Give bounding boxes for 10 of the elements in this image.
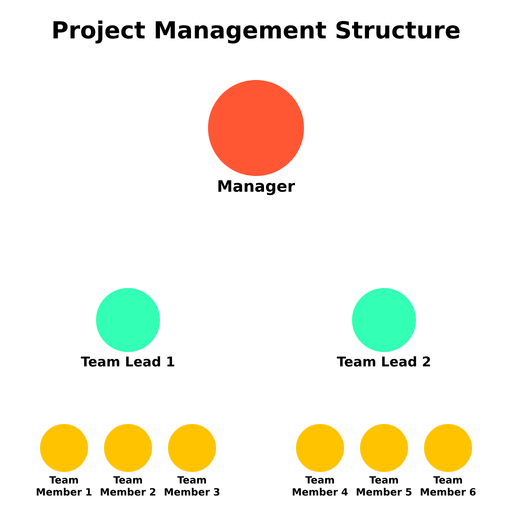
node-label: Team Lead 1 <box>80 356 174 367</box>
title: Project Management Structure <box>53 20 460 44</box>
node-label: Team Member 2 <box>100 476 156 496</box>
node-label: Team Member 4 <box>292 476 348 496</box>
node-label: Team Member 5 <box>356 476 412 496</box>
node-label: Team Member 1 <box>36 476 92 496</box>
node-label: Team Member 3 <box>164 476 220 496</box>
node-label: Team Lead 2 <box>336 356 430 367</box>
node-label: Team Member 6 <box>420 476 476 496</box>
node-label: Manager <box>218 180 296 196</box>
